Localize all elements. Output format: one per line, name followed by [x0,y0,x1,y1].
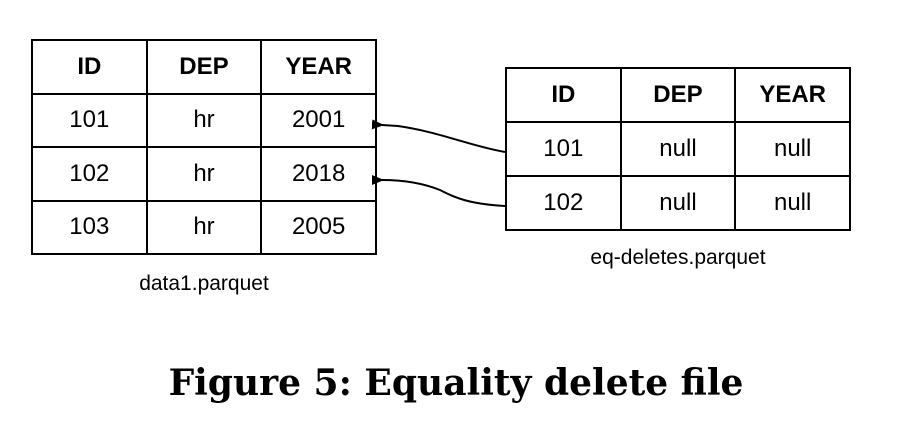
header-cell: ID [31,39,148,95]
header-cell: DEP [619,67,737,123]
table-cell: hr [145,92,263,148]
table-row: 101 hr 2001 [31,92,377,148]
table-row: 103 hr 2005 [31,199,377,255]
table-cell: 102 [505,175,622,231]
table-cell: null [734,175,851,231]
table-cell: null [619,175,737,231]
table-cell: 2005 [260,199,377,255]
table-cell: hr [145,199,263,255]
header-cell: YEAR [260,39,377,95]
figure-caption: Figure 5: Equality delete file [168,362,744,404]
data-table: ID DEP YEAR 101 hr 2001 102 hr 2018 103 … [31,39,377,255]
table-cell: null [734,121,851,177]
table-cell: 102 [31,146,148,202]
arrow-row-101 [371,119,506,153]
table-cell: 2018 [260,146,377,202]
header-cell: DEP [145,39,263,95]
data-table-caption: data1.parquet [139,272,269,295]
eq-delete-table: ID DEP YEAR 101 null null 102 null null [505,67,851,231]
table-row: 102 hr 2018 [31,146,377,202]
arrow-row-102 [371,174,506,207]
table-header-row: ID DEP YEAR [31,39,377,95]
header-cell: YEAR [734,67,851,123]
header-cell: ID [505,67,622,123]
table-row: 102 null null [505,175,851,231]
table-cell: null [619,121,737,177]
table-cell: 101 [31,92,148,148]
eq-delete-table-caption: eq-deletes.parquet [590,246,766,269]
table-cell: 2001 [260,92,377,148]
table-cell: 103 [31,199,148,255]
table-header-row: ID DEP YEAR [505,67,851,123]
table-cell: 101 [505,121,622,177]
table-row: 101 null null [505,121,851,177]
table-cell: hr [145,146,263,202]
